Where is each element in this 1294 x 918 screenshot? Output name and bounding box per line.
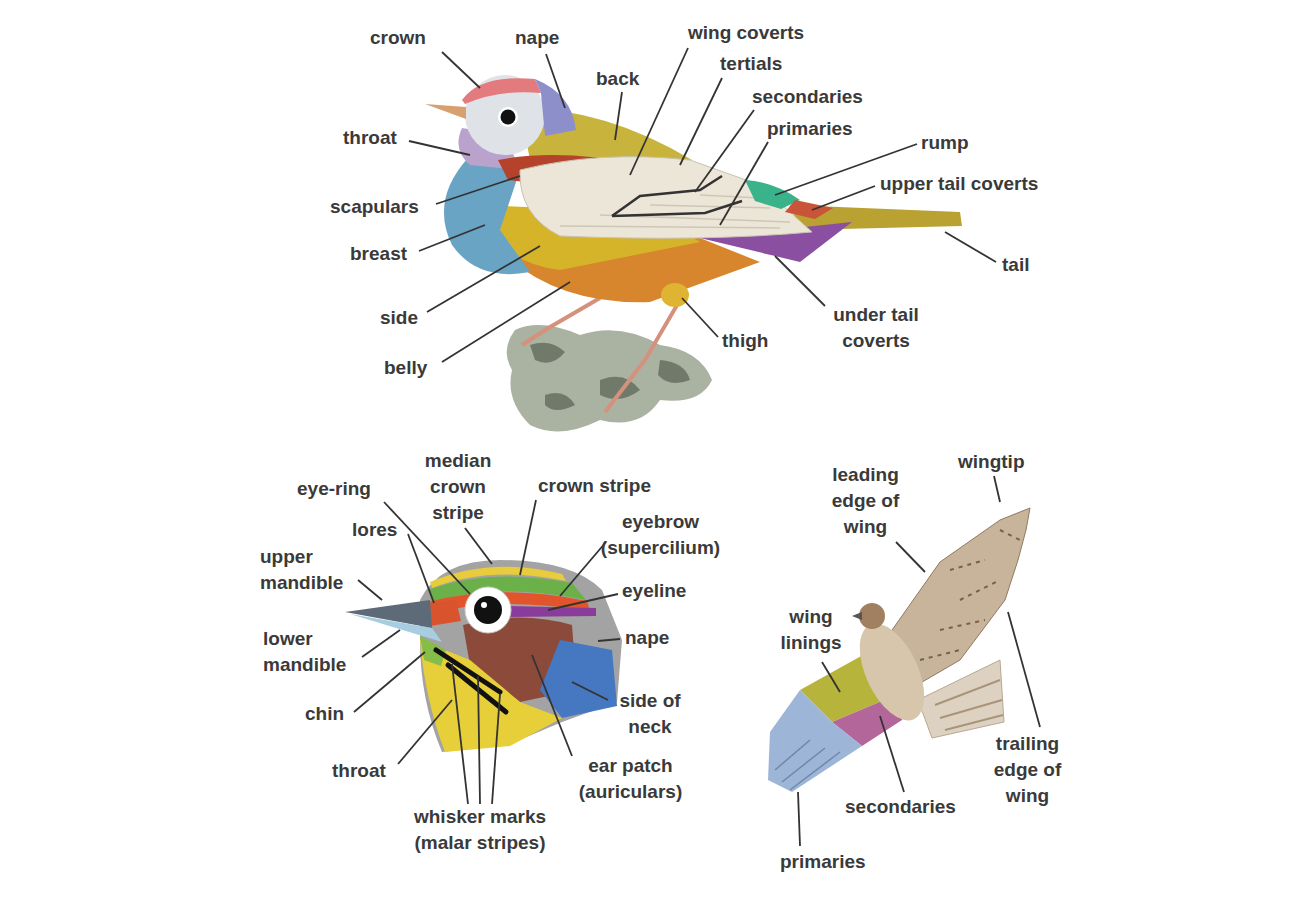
part-label: side bbox=[380, 305, 418, 331]
part-label: thigh bbox=[722, 328, 768, 354]
part-label: throat bbox=[343, 125, 397, 151]
part-label: upper tail coverts bbox=[880, 171, 1038, 197]
part-label: leading edge of wing bbox=[823, 462, 908, 540]
part-label: primaries bbox=[767, 116, 853, 142]
part-label: primaries bbox=[780, 849, 866, 875]
part-label: trailing edge of wing bbox=[985, 731, 1070, 809]
part-label: eyeline bbox=[622, 578, 686, 604]
part-label: eye-ring bbox=[297, 476, 371, 502]
part-label: tertials bbox=[720, 51, 782, 77]
part-label: back bbox=[596, 66, 639, 92]
head-figure bbox=[345, 560, 622, 752]
part-label: median crown stripe bbox=[413, 448, 503, 526]
part-label: nape bbox=[625, 625, 669, 651]
part-label: upper mandible bbox=[260, 544, 360, 596]
part-label: chin bbox=[305, 701, 344, 727]
leader-lines bbox=[354, 48, 1040, 846]
part-label: nape bbox=[515, 25, 559, 51]
part-label: breast bbox=[350, 241, 407, 267]
part-label: belly bbox=[384, 355, 427, 381]
part-label: crown bbox=[370, 25, 426, 51]
hawk-figure bbox=[768, 508, 1030, 792]
part-label: throat bbox=[332, 758, 386, 784]
part-label: tail bbox=[1002, 252, 1029, 278]
part-label: ear patch (auriculars) bbox=[573, 753, 688, 805]
part-label: scapulars bbox=[330, 194, 419, 220]
part-label: secondaries bbox=[752, 84, 863, 110]
part-label: wing linings bbox=[771, 604, 851, 656]
part-label: whisker marks (malar stripes) bbox=[400, 804, 560, 856]
part-label: under tail coverts bbox=[821, 302, 931, 354]
part-label: eyebrow (supercilium) bbox=[598, 509, 723, 561]
part-label: wing coverts bbox=[688, 20, 804, 46]
part-label: secondaries bbox=[845, 794, 956, 820]
part-label: side of neck bbox=[610, 688, 690, 740]
part-label: lower mandible bbox=[263, 626, 363, 678]
part-label: lores bbox=[352, 517, 397, 543]
part-label: rump bbox=[921, 130, 969, 156]
songbird-figure bbox=[425, 75, 962, 431]
part-label: crown stripe bbox=[538, 473, 651, 499]
part-label: wingtip bbox=[958, 449, 1024, 475]
